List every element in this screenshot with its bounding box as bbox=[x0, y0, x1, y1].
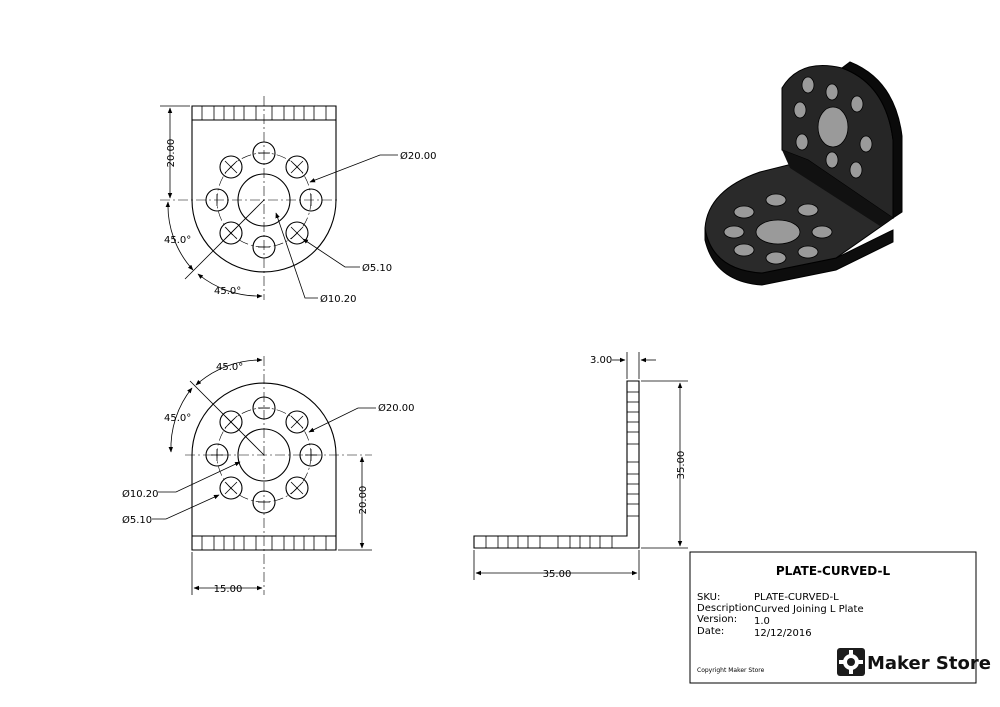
bottom-view-height-dimension bbox=[338, 456, 372, 551]
bottom-view-outline bbox=[191, 382, 337, 551]
copyright-text: Copyright Maker Store bbox=[697, 667, 765, 674]
bottom-view-small-hole-label: Ø5.10 bbox=[122, 514, 152, 526]
top-view-angle-left-label: 45.0° bbox=[164, 235, 191, 246]
iso-upright-edge bbox=[840, 61, 903, 219]
bottom-view-angle-top-label: 45.0° bbox=[216, 362, 243, 373]
version-value: 1.0 bbox=[754, 616, 770, 627]
bottom-view-width-dimension bbox=[191, 552, 263, 595]
side-view-hidden-ticks bbox=[485, 391, 639, 548]
side-view-height-dimension bbox=[641, 380, 688, 549]
iso-fold bbox=[782, 150, 893, 226]
top-view-labels: 20.00 45.0° 45.0° Ø20.00 Ø5.10 Ø10.20 bbox=[164, 139, 437, 305]
top-view bbox=[160, 96, 398, 300]
bottom-view-center-hole bbox=[237, 428, 291, 482]
description-label: Description: bbox=[697, 603, 757, 614]
side-view-labels: 3.00 35.00 35.00 bbox=[543, 355, 687, 580]
side-view-length-label: 35.00 bbox=[543, 569, 572, 580]
side-view-height-label: 35.00 bbox=[676, 451, 687, 480]
bottom-view-bolt-circle-label: Ø20.00 bbox=[378, 402, 415, 414]
side-view-thickness-label: 3.00 bbox=[590, 355, 612, 366]
bottom-view-small-holes bbox=[205, 396, 323, 514]
top-view-outline bbox=[191, 105, 337, 273]
title-block: PLATE-CURVED-L SKU: PLATE-CURVED-L Descr… bbox=[689, 551, 991, 684]
top-view-centerlines bbox=[160, 96, 340, 300]
maker-store-brand: Maker Store bbox=[867, 653, 991, 674]
bottom-view-hole-marks bbox=[211, 407, 317, 503]
version-label: Version: bbox=[697, 614, 737, 625]
iso-upright-center-hole bbox=[817, 106, 849, 148]
side-view bbox=[473, 352, 688, 580]
top-view-leaders bbox=[275, 154, 398, 299]
bottom-view-angle-dimensions bbox=[168, 357, 265, 456]
sku-label: SKU: bbox=[697, 592, 720, 603]
iso-upright-holes bbox=[793, 76, 873, 179]
bottom-view-angle-left-label: 45.0° bbox=[164, 413, 191, 424]
bottom-view-height-label: 20.00 bbox=[358, 486, 369, 515]
top-view-bolt-circle-label: Ø20.00 bbox=[400, 150, 437, 162]
iso-base-center-hole bbox=[755, 219, 801, 245]
side-view-thickness-dimension bbox=[612, 352, 656, 379]
sku-value: PLATE-CURVED-L bbox=[754, 592, 839, 603]
top-view-height-dimension bbox=[160, 105, 190, 199]
top-view-angle-bottom-label: 45.0° bbox=[214, 286, 241, 297]
description-value: Curved Joining L Plate bbox=[754, 604, 864, 615]
top-view-center-hole-label: Ø10.20 bbox=[320, 293, 357, 305]
title-block-title: PLATE-CURVED-L bbox=[776, 564, 891, 578]
title-block-frame bbox=[689, 551, 977, 684]
bottom-view-center-hole-label: Ø10.20 bbox=[122, 488, 159, 500]
date-label: Date: bbox=[697, 626, 724, 637]
bottom-view-width-label: 15.00 bbox=[214, 584, 243, 595]
side-view-outline bbox=[473, 380, 640, 549]
date-value: 12/12/2016 bbox=[754, 628, 812, 639]
top-view-center-hole bbox=[237, 173, 291, 227]
top-view-small-hole-label: Ø5.10 bbox=[362, 262, 392, 274]
side-view-length-dimension bbox=[473, 550, 640, 580]
bottom-view-hidden-ticks bbox=[201, 536, 327, 550]
top-view-hidden-ticks bbox=[201, 106, 327, 120]
top-view-small-holes bbox=[205, 141, 323, 259]
maker-store-logo-icon bbox=[837, 648, 865, 676]
top-view-angle-dimensions bbox=[165, 199, 265, 299]
bottom-view-centerlines bbox=[185, 356, 372, 595]
iso-base-holes bbox=[723, 193, 833, 265]
isometric-view bbox=[704, 61, 903, 286]
bottom-view bbox=[152, 356, 376, 595]
top-view-height-label: 20.00 bbox=[166, 139, 177, 168]
bottom-view-leaders bbox=[152, 407, 376, 520]
bottom-view-labels: 45.0° 45.0° Ø20.00 Ø10.20 Ø5.10 20.00 15… bbox=[122, 362, 415, 595]
